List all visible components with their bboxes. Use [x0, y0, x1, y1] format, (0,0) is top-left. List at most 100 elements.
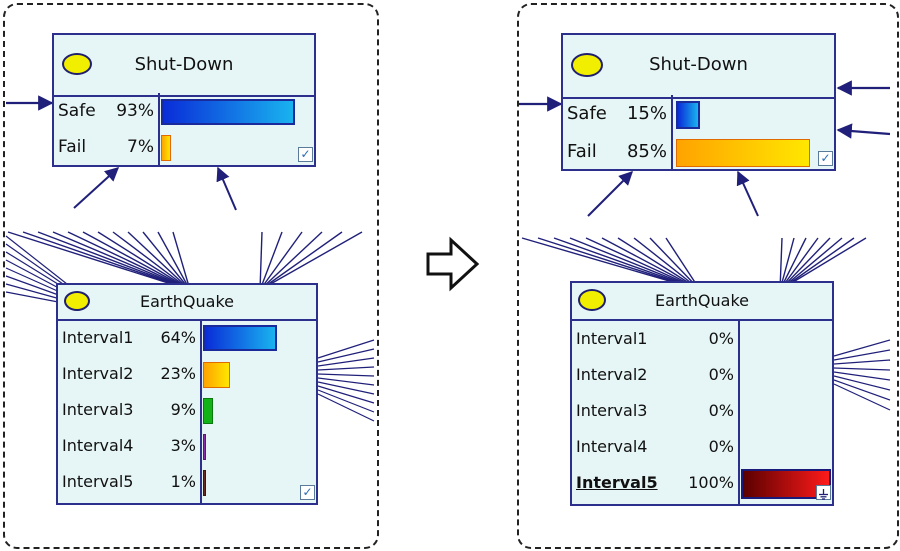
link-line	[97, 231, 191, 291]
state-bar-fail	[676, 139, 810, 167]
link-line	[259, 231, 283, 291]
state-label: Interval3	[576, 401, 648, 420]
status-led-icon	[64, 291, 90, 311]
link-line	[317, 348, 375, 363]
link-line	[833, 367, 891, 371]
link-line	[259, 231, 323, 291]
check-icon[interactable]: ✓	[300, 485, 315, 500]
status-led-icon	[571, 53, 603, 77]
shutdown-node-header: Shut-Down	[563, 35, 834, 99]
link-line	[172, 231, 191, 291]
link-line	[317, 393, 375, 422]
link-line	[833, 359, 891, 365]
state-percent: 3%	[170, 436, 196, 455]
state-label: Interval2	[576, 365, 648, 384]
left-shutdown-node[interactable]: Shut-Down Safe 93% Fail 7% ✓	[52, 33, 316, 167]
earthquake-node-header: EarthQuake	[58, 285, 316, 321]
link-line	[37, 231, 191, 291]
state-bar-safe	[161, 99, 295, 125]
link-line	[259, 231, 363, 291]
state-percent: 0%	[708, 401, 734, 420]
link-line	[317, 385, 375, 404]
node-title: EarthQuake	[655, 291, 749, 310]
link-line	[317, 339, 375, 359]
link-line	[22, 231, 191, 291]
state-percent: 93%	[116, 101, 154, 121]
state-label: Interval4	[62, 436, 134, 455]
state-percent: 0%	[708, 365, 734, 384]
link-line	[259, 231, 263, 291]
link-arrow	[587, 171, 633, 217]
state-percent: 23%	[160, 364, 196, 383]
state-bar-interval3	[203, 398, 213, 424]
link-line	[112, 231, 191, 291]
right-panel-links	[519, 80, 891, 411]
link-line	[142, 231, 191, 291]
state-percent: 7%	[127, 137, 154, 157]
check-icon[interactable]: ✓	[818, 151, 833, 166]
left-panel-links	[5, 95, 375, 422]
link-line	[7, 231, 191, 291]
state-bar-interval2	[203, 362, 230, 388]
state-percent: 0%	[708, 329, 734, 348]
link-arrow	[836, 123, 891, 139]
link-line	[52, 231, 191, 291]
link-line	[833, 379, 891, 401]
state-label: Interval4	[576, 437, 648, 456]
shutdown-node-header: Shut-Down	[54, 35, 314, 97]
link-line	[259, 231, 303, 291]
link-line	[833, 339, 891, 357]
status-led-icon	[578, 289, 606, 311]
state-bar-fail	[161, 135, 171, 161]
link-line	[833, 349, 891, 361]
link-arrow	[73, 167, 120, 209]
earthquake-node-header: EarthQuake	[572, 283, 832, 321]
state-bar-safe	[676, 101, 700, 129]
left-earthquake-node[interactable]: EarthQuake Interval1 64% Interval2 23% I…	[56, 283, 318, 505]
right-earthquake-node[interactable]: EarthQuake Interval1 0% Interval2 0% Int…	[570, 281, 834, 506]
link-arrow	[216, 166, 237, 211]
link-line	[317, 389, 375, 413]
link-line	[317, 377, 375, 386]
state-label: Fail	[58, 137, 87, 157]
node-title: Shut-Down	[134, 54, 234, 75]
ground-icon[interactable]	[816, 485, 831, 500]
transition-arrow-icon	[425, 236, 481, 292]
state-percent: 0%	[708, 437, 734, 456]
link-line	[833, 383, 891, 411]
node-title: EarthQuake	[140, 292, 234, 311]
state-label: Fail	[567, 141, 597, 162]
link-line	[259, 231, 343, 291]
right-shutdown-node[interactable]: Shut-Down Safe 15% Fail 85% ✓	[561, 33, 836, 171]
link-line	[317, 381, 375, 395]
state-label: Interval5	[576, 473, 658, 492]
link-line	[67, 231, 191, 291]
state-percent: 9%	[170, 400, 196, 419]
link-line	[317, 366, 375, 371]
status-led-icon	[62, 53, 92, 75]
state-bar-interval1	[203, 325, 277, 351]
state-label: Interval3	[62, 400, 134, 419]
state-label: Interval1	[576, 329, 648, 348]
state-label: Safe	[567, 103, 607, 124]
shutdown-states: Safe 15% Fail 85%	[563, 95, 673, 169]
state-percent: 64%	[160, 328, 196, 347]
link-line	[157, 231, 191, 291]
state-percent: 100%	[688, 473, 734, 492]
link-line	[317, 373, 375, 377]
link-arrow	[736, 170, 759, 217]
shutdown-states: Safe 93% Fail 7%	[54, 93, 160, 165]
state-label: Interval2	[62, 364, 134, 383]
link-line	[833, 375, 891, 391]
state-label: Safe	[58, 101, 96, 121]
state-percent: 15%	[626, 103, 667, 124]
state-percent: 1%	[170, 472, 196, 491]
link-line	[833, 371, 891, 381]
check-icon[interactable]: ✓	[298, 147, 313, 162]
earthquake-states: Interval1 0% Interval2 0% Interval3 0% I…	[572, 319, 740, 504]
state-bar-interval5	[203, 470, 206, 496]
state-label: Interval1	[62, 328, 134, 347]
link-line	[82, 231, 191, 291]
node-title: Shut-Down	[649, 54, 748, 75]
earthquake-states: Interval1 64% Interval2 23% Interval3 9%…	[58, 319, 202, 503]
